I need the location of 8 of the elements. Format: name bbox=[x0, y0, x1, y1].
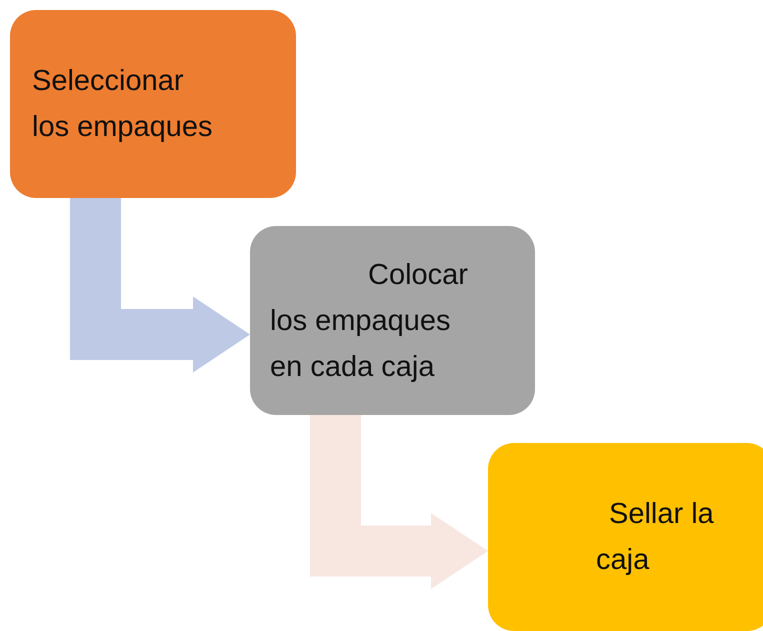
process-box bbox=[250, 226, 535, 415]
process-box bbox=[10, 10, 296, 198]
step-label: Sellar la caja bbox=[596, 497, 715, 578]
step-label: Colocar los empaques en cada caja bbox=[270, 258, 469, 384]
bent-arrow bbox=[310, 415, 488, 589]
step-label: Seleccionar los empaques bbox=[32, 64, 214, 145]
bent-arrow bbox=[70, 198, 250, 372]
process-box bbox=[488, 443, 763, 631]
